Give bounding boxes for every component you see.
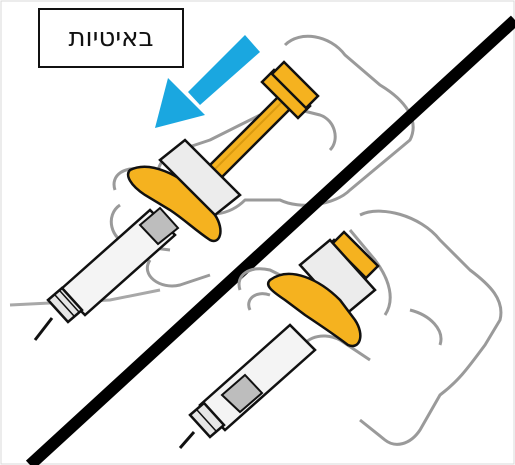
slowly-label: באיטיות (38, 8, 184, 68)
needle-after (180, 432, 194, 448)
panel-after (180, 211, 501, 448)
barrel-after (200, 325, 315, 430)
slowly-label-text: באיטיות (68, 23, 153, 53)
needle-before (35, 318, 52, 340)
hand-outline-after (239, 211, 501, 444)
